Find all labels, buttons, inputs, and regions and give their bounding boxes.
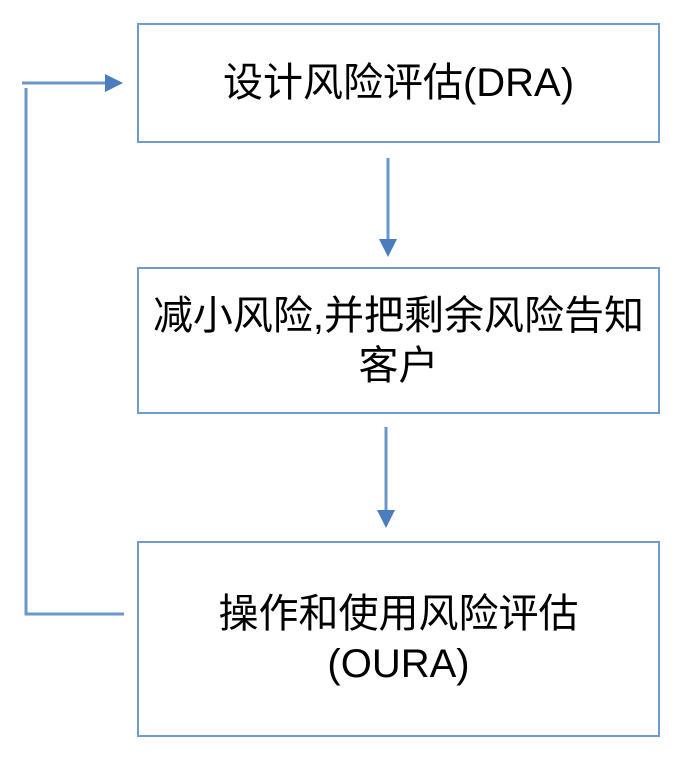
node-reduce-risk: 减小风险,并把剩余风险告知 客户 <box>137 267 660 414</box>
node-oura: 操作和使用风险评估 (OURA) <box>137 541 660 737</box>
connector-dra-to-reduce <box>379 158 397 257</box>
node-dra: 设计风险评估(DRA) <box>137 23 660 143</box>
node-oura-label-line2: (OURA) <box>327 642 470 686</box>
node-reduce-risk-label-line2: 客户 <box>358 343 439 388</box>
node-oura-label-line1: 操作和使用风险评估 <box>218 592 579 636</box>
node-reduce-risk-label-line1: 减小风险,并把剩余风险告知 <box>152 293 645 338</box>
connector-oura-to-dra-feedback <box>22 74 124 616</box>
node-dra-label: 设计风险评估(DRA) <box>222 61 575 105</box>
arrow-down-icon <box>379 239 397 257</box>
arrow-down-icon <box>377 510 395 528</box>
connector-reduce-to-oura <box>377 427 395 528</box>
arrow-right-icon <box>105 74 123 92</box>
